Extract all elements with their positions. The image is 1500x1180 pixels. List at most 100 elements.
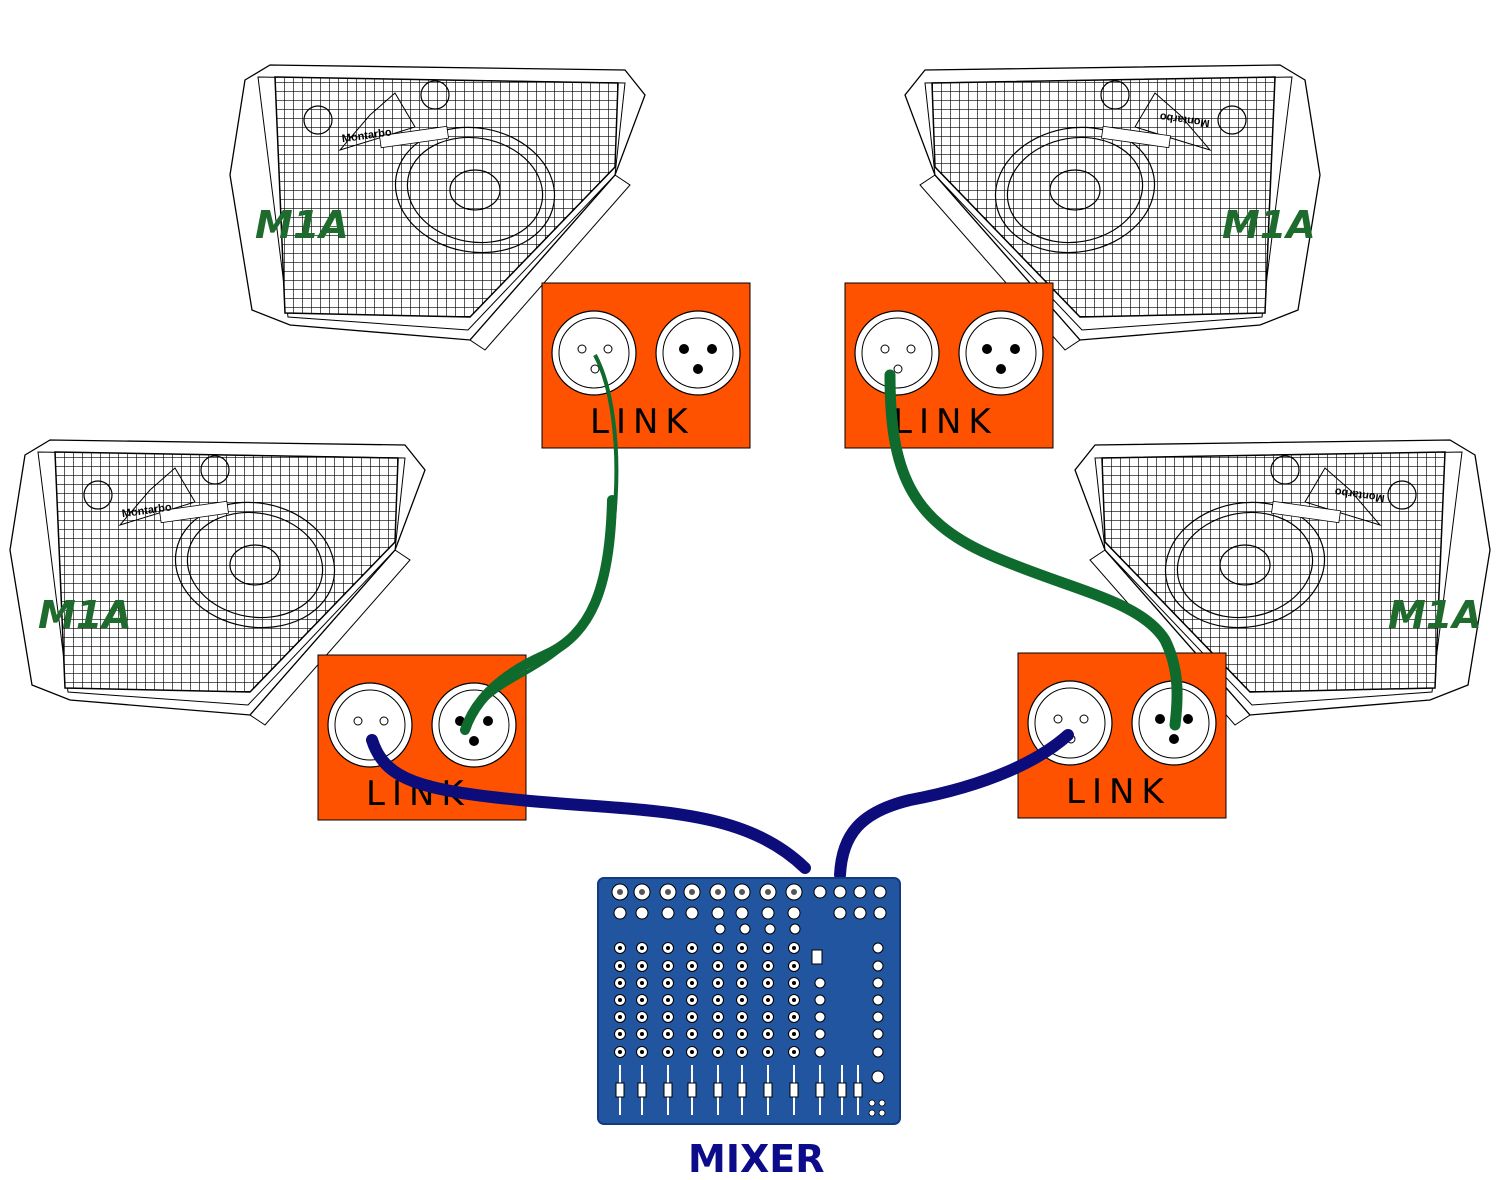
mixer-knob[interactable] xyxy=(712,977,724,989)
mixer-output-jack[interactable] xyxy=(873,885,887,899)
mixer-knob[interactable] xyxy=(636,994,648,1006)
mixer-output-jack[interactable] xyxy=(853,885,867,899)
xlr-male-jack[interactable] xyxy=(958,310,1044,396)
mixer-knob[interactable] xyxy=(814,1011,826,1023)
mixer-knob[interactable] xyxy=(762,960,774,972)
mixer-master-knob[interactable] xyxy=(872,960,884,972)
mixer-knob[interactable] xyxy=(788,942,800,954)
mixer-fader[interactable] xyxy=(837,1065,847,1115)
mixer-xlr-input[interactable] xyxy=(759,883,777,901)
mixer-knob[interactable] xyxy=(712,1028,724,1040)
mixer-aux-jack[interactable] xyxy=(853,906,867,920)
mixer-knob[interactable] xyxy=(788,994,800,1006)
mixer-knob[interactable] xyxy=(762,1011,774,1023)
mixer-xlr-input[interactable] xyxy=(709,883,727,901)
mixer-knob[interactable] xyxy=(614,1028,626,1040)
mixer-knob[interactable] xyxy=(712,1011,724,1023)
mixer-knob[interactable] xyxy=(662,942,674,954)
mixer-knob[interactable] xyxy=(736,960,748,972)
mixer-knob[interactable] xyxy=(762,1046,774,1058)
mixer-knob[interactable] xyxy=(686,1028,698,1040)
mixer-line-jack[interactable] xyxy=(787,906,801,920)
mixer-line-jack[interactable] xyxy=(711,906,725,920)
mixer-knob[interactable] xyxy=(686,960,698,972)
mixer-xlr-input[interactable] xyxy=(611,883,629,901)
mixer-xlr-input[interactable] xyxy=(733,883,751,901)
mixer-master-knob[interactable] xyxy=(872,942,884,954)
xlr-female-jack[interactable] xyxy=(551,310,637,396)
mixer-knob[interactable] xyxy=(636,1046,648,1058)
mixer-knob[interactable] xyxy=(614,942,626,954)
mixer-fader[interactable] xyxy=(763,1065,773,1115)
mixer-xlr-input[interactable] xyxy=(683,883,701,901)
mixer-fader[interactable] xyxy=(713,1065,723,1115)
xlr-male-jack[interactable] xyxy=(655,310,741,396)
mixer-output-jack[interactable] xyxy=(813,885,827,899)
mixer-knob[interactable] xyxy=(686,1011,698,1023)
xlr-male-jack[interactable] xyxy=(431,682,517,768)
mixer-master-knob[interactable] xyxy=(872,1011,884,1023)
mixer-knob[interactable] xyxy=(614,1046,626,1058)
mixer-knob[interactable] xyxy=(736,942,748,954)
mixer-knob[interactable] xyxy=(788,977,800,989)
mixer-knob[interactable] xyxy=(662,1046,674,1058)
mixer-knob[interactable] xyxy=(736,1011,748,1023)
mixer-line-jack[interactable] xyxy=(635,906,649,920)
mixer-knob[interactable] xyxy=(788,1046,800,1058)
mixer-knob[interactable] xyxy=(712,1046,724,1058)
mixer-knob[interactable] xyxy=(712,960,724,972)
mixer-knob[interactable] xyxy=(636,977,648,989)
mixer-knob[interactable] xyxy=(636,960,648,972)
mixer-knob[interactable] xyxy=(788,1028,800,1040)
mixer-knob[interactable] xyxy=(712,994,724,1006)
mixer-knob[interactable] xyxy=(736,1046,748,1058)
mixer-master-knob[interactable] xyxy=(872,1046,884,1058)
mixer-knob[interactable] xyxy=(686,942,698,954)
mixer-phones-jack[interactable] xyxy=(871,1070,885,1084)
xlr-female-jack[interactable] xyxy=(854,310,940,396)
mixer-fader[interactable] xyxy=(663,1065,673,1115)
mixer-aux-jack[interactable] xyxy=(833,906,847,920)
mixer-knob[interactable] xyxy=(662,960,674,972)
xlr-female-jack[interactable] xyxy=(327,682,413,768)
mixer-knob[interactable] xyxy=(814,1046,826,1058)
mixer-knob[interactable] xyxy=(662,1011,674,1023)
mixer-fader[interactable] xyxy=(853,1065,863,1115)
mixer-fader[interactable] xyxy=(637,1065,647,1115)
mixer-knob[interactable] xyxy=(762,1028,774,1040)
mixer-output-jack[interactable] xyxy=(833,885,847,899)
mixer-fader[interactable] xyxy=(615,1065,625,1115)
mixer-knob[interactable] xyxy=(636,942,648,954)
mixer-line-jack[interactable] xyxy=(613,906,627,920)
mixer-knob[interactable] xyxy=(814,977,826,989)
mixer-line-jack[interactable] xyxy=(735,906,749,920)
mixer-fader[interactable] xyxy=(815,1065,825,1115)
mixer-knob[interactable] xyxy=(686,994,698,1006)
mixer-knob[interactable] xyxy=(662,994,674,1006)
mixer-knob[interactable] xyxy=(614,977,626,989)
mixer-master-knob[interactable] xyxy=(872,1028,884,1040)
mixer-knob[interactable] xyxy=(788,1011,800,1023)
mixer-knob[interactable] xyxy=(814,994,826,1006)
mixer-line-jack[interactable] xyxy=(714,923,726,935)
mixer-fader[interactable] xyxy=(687,1065,697,1115)
mixer-knob[interactable] xyxy=(662,1028,674,1040)
mixer-fader[interactable] xyxy=(789,1065,799,1115)
mixer-line-jack[interactable] xyxy=(685,906,699,920)
mixer-xlr-input[interactable] xyxy=(659,883,677,901)
mixer-knob[interactable] xyxy=(736,977,748,989)
mixer-knob[interactable] xyxy=(636,1028,648,1040)
mixer-knob[interactable] xyxy=(788,960,800,972)
mixer-xlr-input[interactable] xyxy=(785,883,803,901)
mixer-knob[interactable] xyxy=(614,960,626,972)
mixer-knob[interactable] xyxy=(686,1046,698,1058)
mixer-knob[interactable] xyxy=(614,1011,626,1023)
mixer-knob[interactable] xyxy=(736,1028,748,1040)
mixer-knob[interactable] xyxy=(636,1011,648,1023)
mixer-aux-jack[interactable] xyxy=(873,906,887,920)
mixer-knob[interactable] xyxy=(814,1028,826,1040)
mixer-master-knob[interactable] xyxy=(872,994,884,1006)
mixer-knob[interactable] xyxy=(712,942,724,954)
mixer-knob[interactable] xyxy=(686,977,698,989)
mixer-master-knob[interactable] xyxy=(872,977,884,989)
